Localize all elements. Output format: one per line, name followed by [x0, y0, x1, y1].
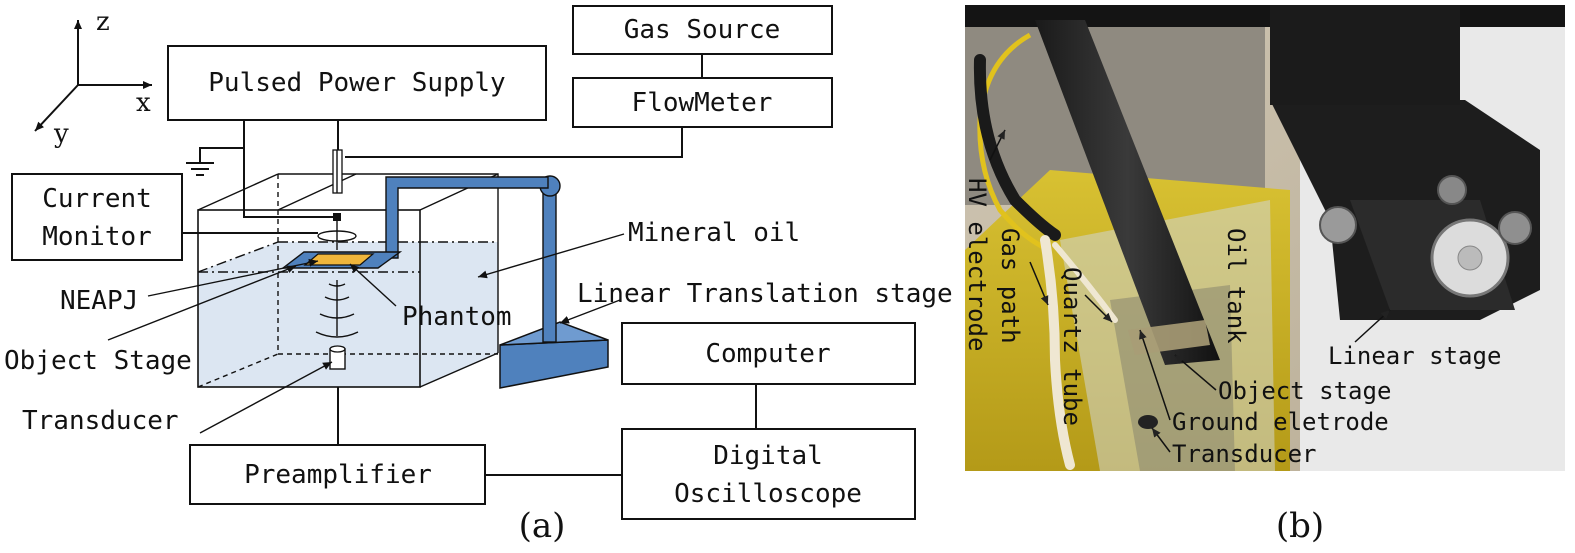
pulsed-power-supply-label: Pulsed Power Supply: [208, 68, 505, 98]
coordinate-axes: z x y: [34, 7, 152, 149]
preamplifier-box: Preamplifier: [189, 444, 486, 505]
neapj-electrode: [317, 149, 357, 250]
oscilloscope-label-line2: Oscilloscope: [674, 479, 862, 509]
experiment-photo: [965, 5, 1565, 471]
x-axis-label: x: [136, 88, 151, 118]
computer-label: Computer: [705, 339, 830, 369]
oscilloscope-box: Digital Oscilloscope: [621, 428, 916, 520]
z-axis-label: z: [96, 7, 110, 37]
acoustic-waves: [315, 280, 359, 338]
linear-translation-stage-label: Linear Translation stage: [577, 279, 953, 309]
transducer-label: Transducer: [22, 406, 179, 436]
quartz-tube-label: Quartz tube: [1058, 267, 1086, 426]
phantom-label: Phantom: [402, 302, 512, 332]
linear-stage-label: Linear stage: [1328, 342, 1501, 370]
photo-annotations: HV electrode Gas path Quartz tube Oil ta…: [963, 129, 1501, 468]
neapj-label: NEAPJ: [60, 286, 138, 316]
current-monitor-box: Current Monitor: [11, 173, 183, 261]
photo-object-stage-label: Object stage: [1218, 377, 1391, 405]
flowmeter-label: FlowMeter: [632, 88, 773, 118]
panel-b-label: (b): [1276, 506, 1324, 546]
panel-a-label: (a): [519, 506, 566, 546]
hv-electrode-label: HV electrode: [963, 178, 991, 351]
oscilloscope-label-line1: Digital: [713, 441, 823, 471]
transducer-icon: [329, 345, 346, 370]
gas-source-box: Gas Source: [572, 5, 833, 55]
mineral-oil-label: Mineral oil: [628, 218, 800, 248]
preamplifier-label: Preamplifier: [244, 460, 432, 490]
diagram-labels: Mineral oil Linear Translation stage NEA…: [4, 218, 953, 436]
gas-path-label: Gas path: [996, 228, 1024, 344]
object-stage-label: Object Stage: [4, 346, 192, 376]
phantom-block: [303, 253, 375, 266]
computer-box: Computer: [621, 322, 916, 385]
y-axis-label: y: [53, 119, 69, 149]
connection-lines: [182, 54, 757, 476]
y-axis-arrow: [34, 84, 79, 132]
current-monitor-label-line2: Monitor: [42, 222, 152, 252]
current-monitor-label-line1: Current: [42, 184, 152, 214]
mineral-oil-volume: [198, 242, 498, 387]
oil-tank: [197, 173, 499, 388]
pulsed-power-supply-box: Pulsed Power Supply: [167, 45, 547, 121]
flowmeter-box: FlowMeter: [572, 77, 833, 128]
ground-electrode-label: Ground eletrode: [1172, 408, 1389, 436]
gas-source-label: Gas Source: [624, 15, 781, 45]
photo-transducer-label: Transducer: [1172, 440, 1317, 468]
oil-tank-label: Oil tank: [1222, 228, 1250, 344]
